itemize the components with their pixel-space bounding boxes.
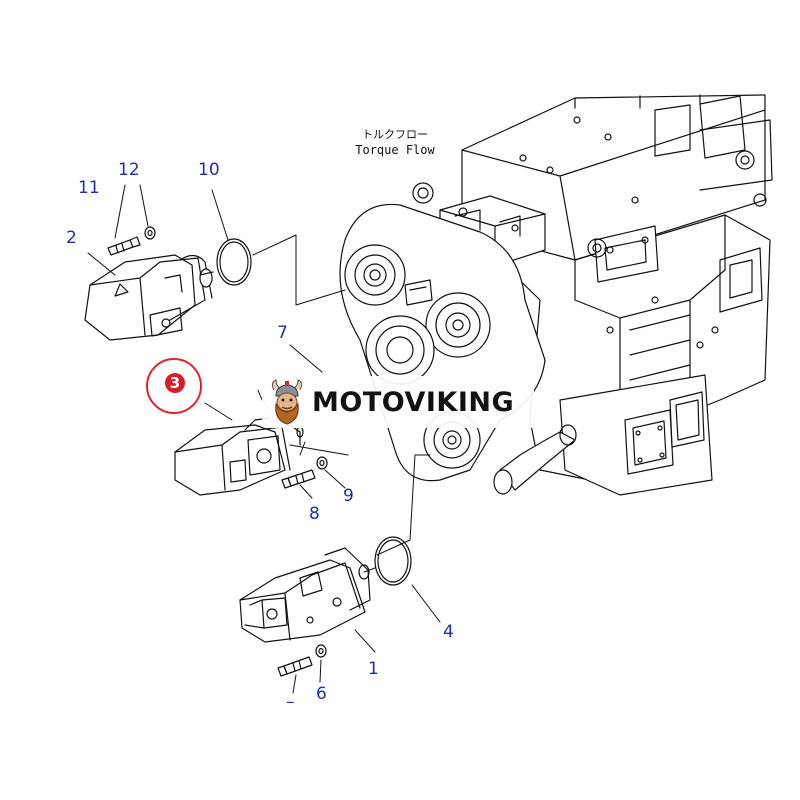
part-label-9: 9 xyxy=(343,486,354,506)
part-label-10: 10 xyxy=(198,160,220,180)
part-label-8: 8 xyxy=(309,504,320,524)
bolt-5 xyxy=(277,656,313,677)
washer-12 xyxy=(144,226,156,240)
part-label-7: 7 xyxy=(277,323,288,343)
viking-head-icon xyxy=(271,379,303,425)
part-label-1: 1 xyxy=(368,659,379,679)
torque-flow-heading: Torque Flow xyxy=(355,143,435,157)
torque-flow-heading-jp: トルクフロー xyxy=(362,128,428,141)
o-ring-4 xyxy=(374,536,412,586)
bolt-8 xyxy=(281,469,316,489)
highlight-circle xyxy=(146,358,202,414)
part-label-12: 12 xyxy=(118,160,140,180)
leader-lines xyxy=(87,184,441,694)
part-label-5: – xyxy=(286,692,295,712)
bolt-11 xyxy=(107,236,141,256)
part-label-4: 4 xyxy=(443,622,454,642)
part-label-11: 11 xyxy=(78,178,100,198)
part-label-6: 6 xyxy=(316,684,327,704)
pump-assembly-1 xyxy=(239,547,371,643)
washer-6 xyxy=(315,644,327,658)
watermark-brand-text: MOTOVIKING xyxy=(312,386,515,418)
pump-assembly-2 xyxy=(84,254,214,341)
part-label-2: 2 xyxy=(66,228,77,248)
pump-assembly-3 xyxy=(174,417,304,496)
o-ring-10 xyxy=(216,238,252,286)
part-label-3: 3 xyxy=(165,373,185,393)
washer-9 xyxy=(316,456,328,470)
watermark-banner: MOTOVIKING xyxy=(262,376,534,428)
